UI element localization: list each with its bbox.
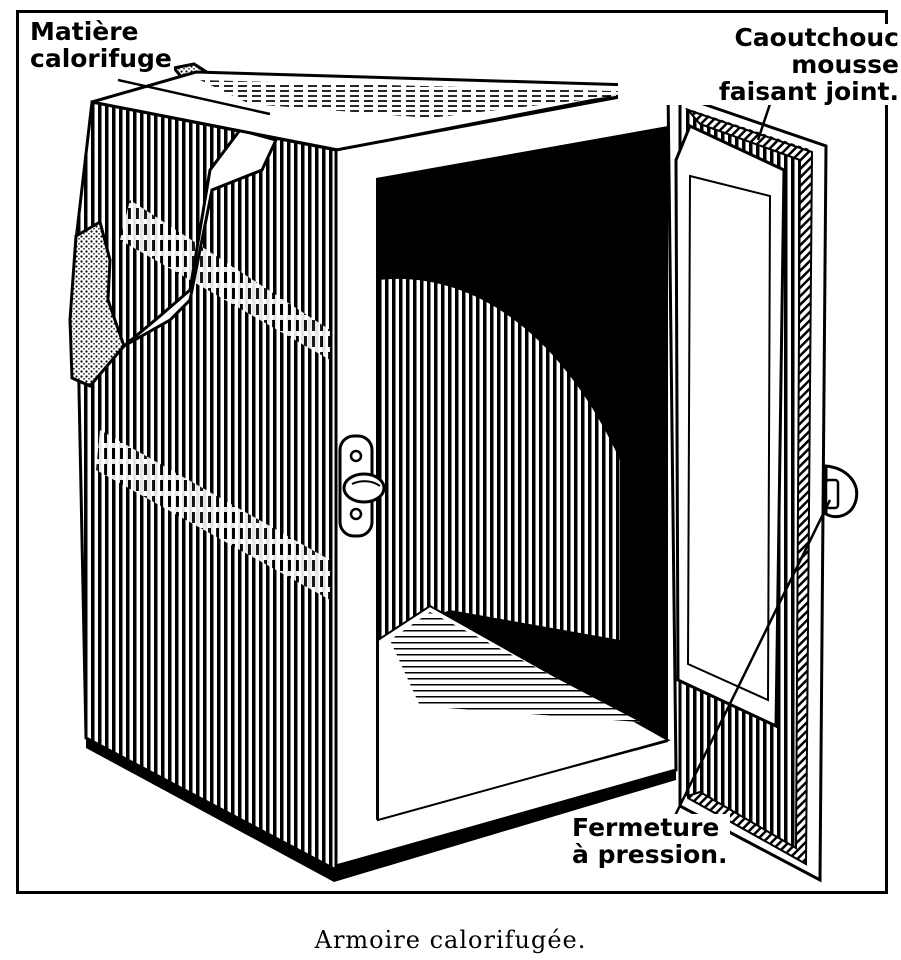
insulation-label: Matière calorifuge bbox=[28, 17, 174, 73]
insulation-leader bbox=[117, 78, 271, 116]
cabinet-base bbox=[86, 738, 676, 882]
latch-keeper bbox=[338, 434, 386, 538]
cabinet-door bbox=[674, 93, 859, 883]
gasket-label: Caoutchouc mousse faisant joint. bbox=[618, 24, 901, 105]
latch-leader bbox=[664, 499, 832, 835]
cabinet-interior bbox=[376, 126, 671, 822]
latch-label: Fermeture à pression. bbox=[570, 813, 730, 869]
figure-caption: Armoire calorifugée. bbox=[314, 926, 587, 954]
cabinet-side-panel bbox=[74, 100, 338, 873]
